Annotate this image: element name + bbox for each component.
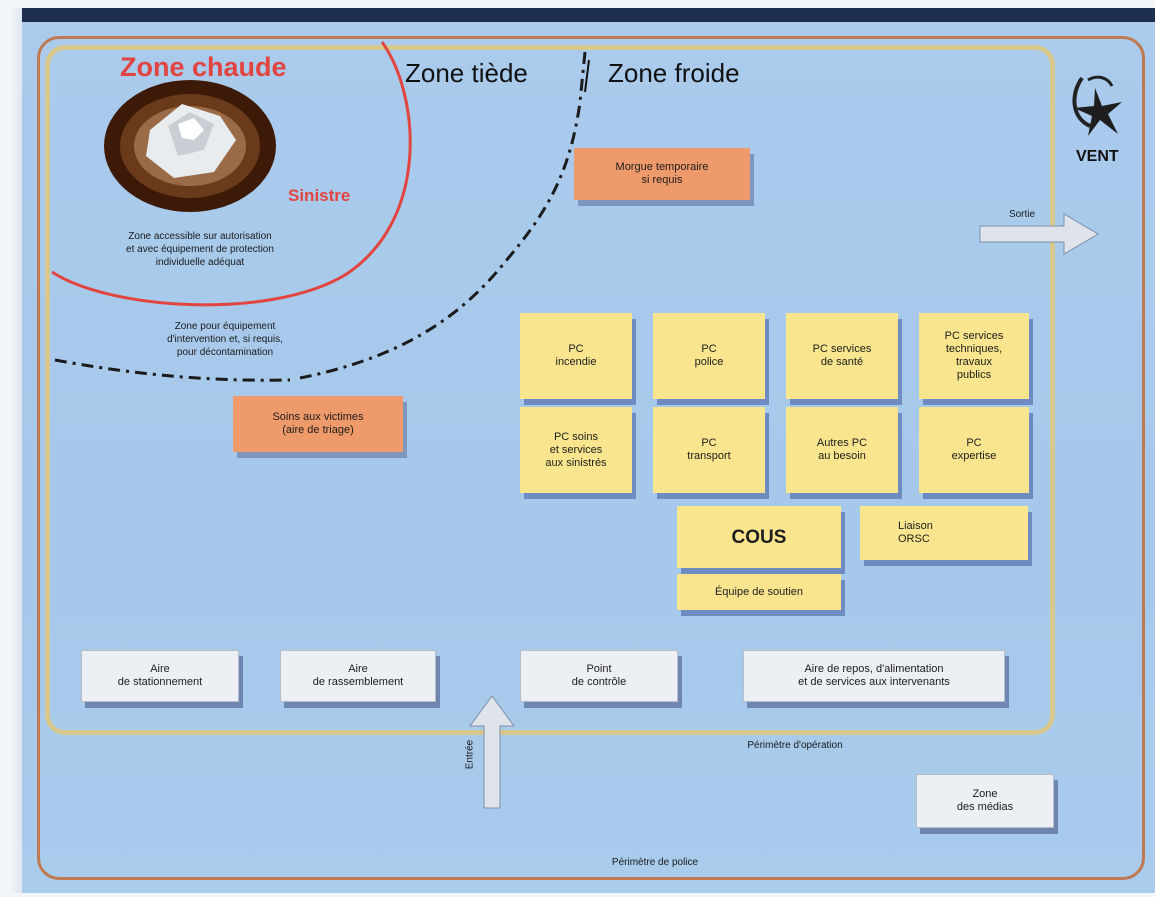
exit-label: Sortie — [1008, 209, 1036, 220]
cous-label: COUS — [731, 526, 787, 548]
rest-area-box: Aire de repos, d'alimentation et de serv… — [743, 650, 1005, 702]
command-post-fire: PC incendie — [520, 313, 632, 399]
command-post-victim-services: PC soins et services aux sinistrés — [520, 407, 632, 493]
command-post-label: PC transport — [687, 437, 731, 462]
command-post-label: Autres PC au besoin — [816, 437, 868, 462]
disaster-site-icon — [104, 80, 276, 212]
command-post-expertise: PC expertise — [919, 407, 1029, 493]
command-post-other: Autres PC au besoin — [786, 407, 898, 493]
command-post-label: PC services techniques, travaux publics — [944, 330, 1004, 381]
control-point-label: Point de contrôle — [571, 663, 627, 688]
warm-zone-title: Zone tiède — [405, 58, 528, 88]
media-zone-label: Zone des médias — [956, 788, 1014, 813]
warm-cold-boundary — [299, 51, 587, 380]
hot-zone-boundary — [51, 41, 412, 307]
command-post-label: PC police — [694, 343, 724, 368]
media-zone-box: Zone des médias — [916, 774, 1054, 828]
rest-area-label: Aire de repos, d'alimentation et de serv… — [798, 663, 950, 688]
liaison-orsc-label: Liaison ORSC — [898, 520, 933, 545]
command-post-label: PC incendie — [555, 343, 597, 368]
command-post-label: PC services de santé — [812, 343, 872, 368]
parking-area-label: Aire de stationnement — [117, 663, 203, 688]
hot-zone-title: Zone chaude — [120, 52, 287, 82]
frame-top-bar — [8, 8, 1155, 22]
parking-area-box: Aire de stationnement — [81, 650, 239, 702]
police-perimeter-label: Périmètre de police — [611, 857, 699, 868]
hot-zone-description: Zone accessible sur autorisation et avec… — [126, 231, 274, 268]
victim-care-box: Soins aux victimes (aire de triage) — [233, 396, 403, 452]
liaison-orsc-box: Liaison ORSC — [860, 506, 1028, 560]
warm-zone-description: Zone pour équipement d'intervention et, … — [167, 321, 283, 358]
disaster-label: Sinistre — [288, 186, 351, 205]
wind-label: VENT — [1076, 148, 1119, 165]
temporary-morgue-label: Morgue temporaire si requis — [615, 161, 709, 186]
command-post-label: PC soins et services aux sinistrés — [545, 430, 607, 469]
exit-arrow — [979, 213, 1099, 255]
operations-perimeter-label: Périmètre d'opération — [747, 740, 843, 751]
wind-sock-icon — [1072, 75, 1122, 136]
command-post-technical: PC services techniques, travaux publics — [919, 313, 1029, 399]
assembly-area-box: Aire de rassemblement — [280, 650, 436, 702]
frame-left-bar — [8, 8, 22, 893]
command-post-police: PC police — [653, 313, 765, 399]
cous-box: COUS — [677, 506, 841, 568]
operations-perimeter-border — [45, 45, 1055, 735]
warm-zone-outer-boundary — [54, 358, 291, 382]
entry-label: Entrée — [464, 739, 476, 770]
control-point-box: Point de contrôle — [520, 650, 678, 702]
command-post-label: PC expertise — [951, 437, 997, 462]
police-perimeter-border — [37, 36, 1145, 880]
victim-care-label: Soins aux victimes (aire de triage) — [272, 411, 364, 436]
command-post-transport: PC transport — [653, 407, 765, 493]
zone-title-divider — [584, 59, 590, 93]
command-post-health: PC services de santé — [786, 313, 898, 399]
assembly-area-label: Aire de rassemblement — [312, 663, 404, 688]
support-team-box: Équipe de soutien — [677, 574, 841, 610]
temporary-morgue-box: Morgue temporaire si requis — [574, 148, 750, 200]
entry-arrow — [469, 695, 515, 809]
cold-zone-title: Zone froide — [608, 58, 740, 88]
support-team-label: Équipe de soutien — [714, 585, 804, 598]
